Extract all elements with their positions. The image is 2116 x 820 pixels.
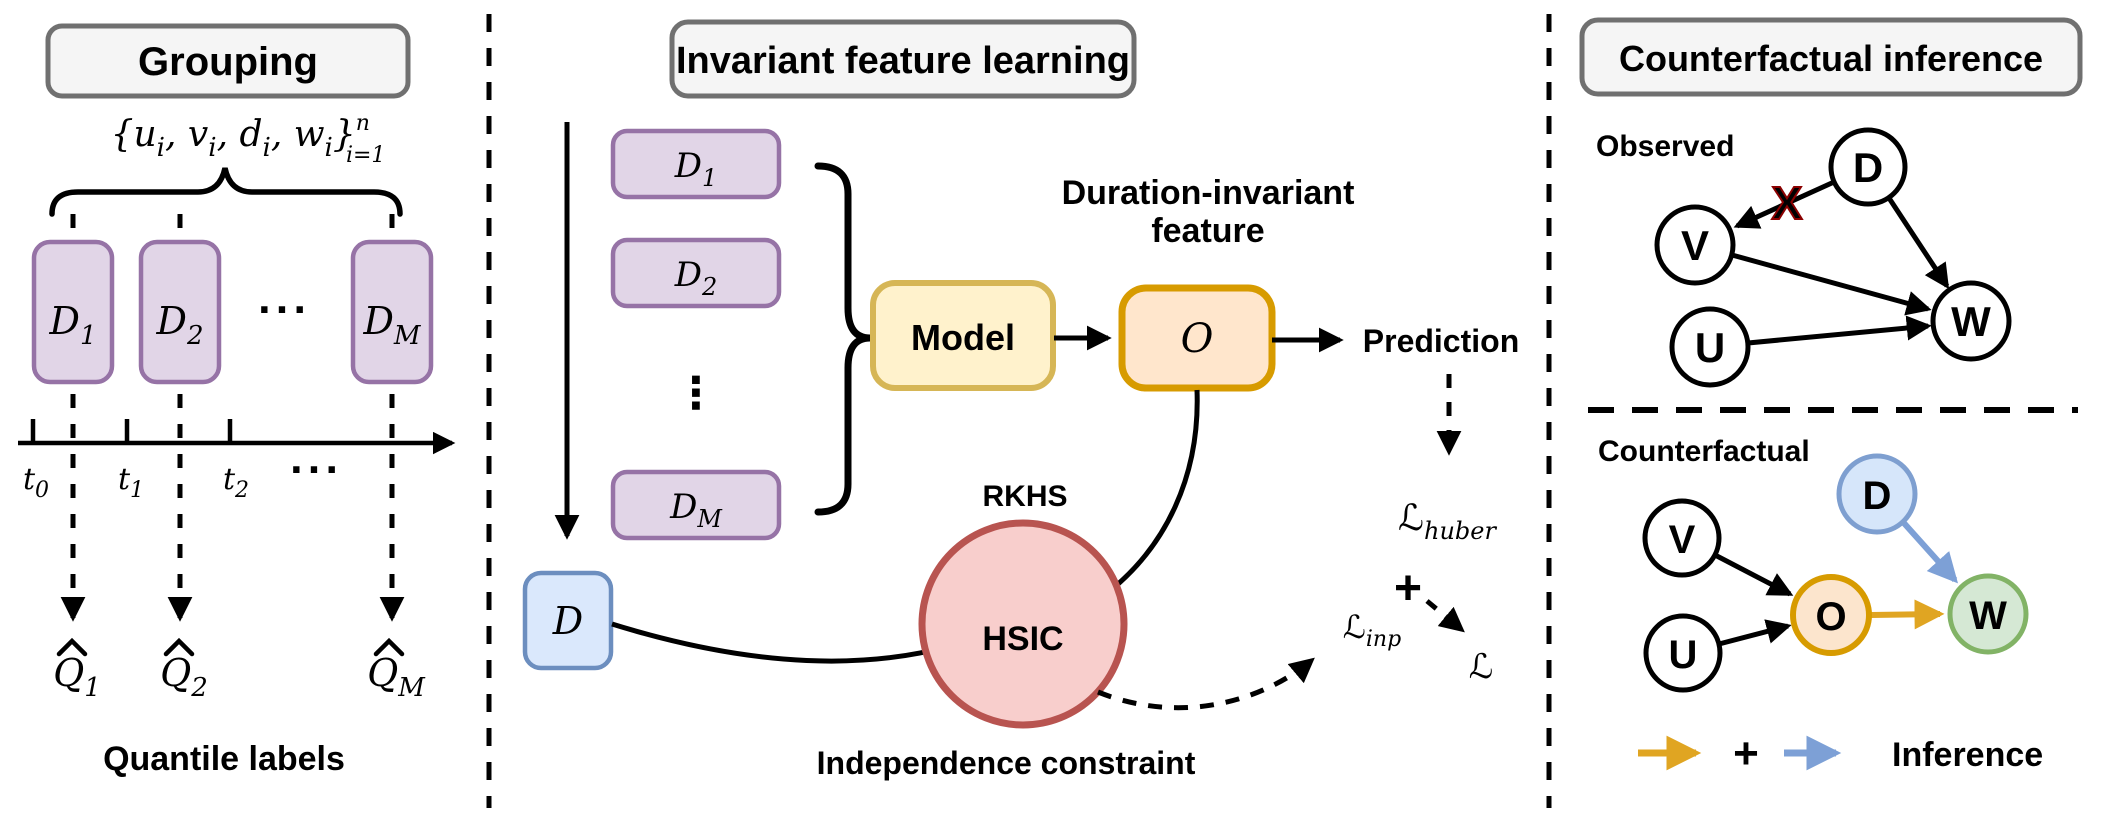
loss-inp-label: ℒinp xyxy=(1343,608,1401,652)
grouping-header-box xyxy=(45,23,411,99)
cf-node-O xyxy=(1790,574,1872,656)
plus-to-total-dashed-arrow xyxy=(1425,599,1465,633)
blocked-edge-x-icon: X xyxy=(1772,177,1803,229)
cf-node-D xyxy=(1836,453,1918,535)
feature-to-hsic-arrow xyxy=(1091,389,1200,605)
loss-plus-sign: + xyxy=(1394,562,1422,615)
group-box-d1 xyxy=(31,239,115,385)
qM-hat-icon xyxy=(373,637,405,657)
timeline-label-t0: t0 xyxy=(23,462,49,503)
cf-node-V xyxy=(1642,498,1722,578)
edge-o-to-w-inference xyxy=(1870,599,1945,630)
panel-invariant-feature-learning: Invariant feature learning D1 D2 ⋮ DM Mo… xyxy=(522,19,1519,781)
cf-node-U xyxy=(1643,613,1723,693)
cf-node-D-label: D xyxy=(1863,474,1892,518)
quantile-label-qM: QM xyxy=(367,651,426,703)
observed-node-U-label: U xyxy=(1695,324,1725,371)
edge-d-to-w-inference xyxy=(1900,519,1959,584)
panel-counterfactual-inference: Counterfactual inference Observed D V U … xyxy=(1579,17,2083,778)
cf-node-W-label: W xyxy=(1969,594,2007,638)
feature-box-label: O xyxy=(1181,316,1214,362)
observed-node-U xyxy=(1669,306,1751,388)
hsic-to-inp-dashed-arrow xyxy=(1097,657,1315,711)
observed-node-V-label: V xyxy=(1681,222,1709,269)
stack-box-dM xyxy=(610,469,782,541)
duration-box xyxy=(522,570,614,671)
hsic-label: HSIC xyxy=(982,620,1063,658)
stack-box-d1-label: D1 xyxy=(674,146,718,192)
model-label: Model xyxy=(911,317,1015,358)
legend-inference-label: Inference xyxy=(1892,736,2043,774)
stack-ellipsis: ⋮ xyxy=(674,368,718,419)
stack-box-d2-label: D2 xyxy=(674,255,718,301)
invariant-header-box xyxy=(669,19,1137,99)
feature-caption-line2: feature xyxy=(1151,212,1264,250)
group-box-d2-label: D2 xyxy=(155,299,203,351)
observed-node-W-label: W xyxy=(1951,298,1991,345)
feature-caption-line1: Duration-invariant xyxy=(1062,174,1355,212)
grouping-title: Grouping xyxy=(138,40,318,84)
model-box xyxy=(870,280,1056,391)
hsic-circle xyxy=(918,519,1128,729)
cf-node-U-label: U xyxy=(1669,633,1698,677)
counterfactual-header-box xyxy=(1579,17,2083,97)
grouping-brace xyxy=(49,167,403,217)
stack-box-d2 xyxy=(610,237,782,309)
invariant-title: Invariant feature learning xyxy=(676,40,1130,82)
edge-d-to-v xyxy=(1733,179,1836,229)
loss-huber-label: ℒhuber xyxy=(1398,498,1497,545)
legend-plus-sign: + xyxy=(1733,729,1759,778)
stack-box-d1 xyxy=(610,128,782,200)
edge-d-to-w xyxy=(1886,196,1950,290)
quantile-label-q1: Q1 xyxy=(53,651,101,703)
group-box-d2 xyxy=(138,239,222,385)
prediction-label: Prediction xyxy=(1363,323,1519,359)
edge-u-to-w xyxy=(1747,315,1932,346)
group-box-d1-label: D1 xyxy=(48,299,96,351)
q1-hat-icon xyxy=(56,637,88,657)
edge-u-to-o xyxy=(1718,619,1792,647)
duration-to-hsic-arrow xyxy=(611,621,954,664)
group-ellipsis: ··· xyxy=(257,290,310,331)
edge-v-to-o xyxy=(1713,552,1794,597)
timeline-ellipsis: ··· xyxy=(289,450,342,491)
stack-brace xyxy=(814,162,871,516)
stack-box-dM-label: DM xyxy=(669,487,723,533)
observed-node-D xyxy=(1828,127,1908,207)
quantile-caption: Quantile labels xyxy=(103,740,345,778)
duration-box-label: D xyxy=(552,599,583,643)
counterfactual-label: Counterfactual xyxy=(1598,435,1810,468)
rkhs-label: RKHS xyxy=(982,480,1067,513)
group-box-dM xyxy=(350,239,434,385)
observed-node-V xyxy=(1654,204,1736,286)
edge-v-to-w xyxy=(1731,252,1932,316)
timeline-label-t2: t2 xyxy=(223,462,249,503)
timeline-label-t1: t1 xyxy=(118,462,144,503)
cf-node-O-label: O xyxy=(1815,595,1846,639)
group-box-dM-label: DM xyxy=(362,299,421,351)
loss-total-label: ℒ xyxy=(1469,647,1494,687)
cf-node-V-label: V xyxy=(1669,518,1696,562)
observed-label: Observed xyxy=(1596,130,1734,163)
cf-node-W xyxy=(1947,573,2029,655)
quantile-label-q2: Q2 xyxy=(160,651,208,703)
independence-caption: Independence constraint xyxy=(817,745,1196,781)
counterfactual-title: Counterfactual inference xyxy=(1619,38,2043,79)
observed-node-D-label: D xyxy=(1853,144,1883,191)
q2-hat-icon xyxy=(163,637,195,657)
observed-node-W xyxy=(1930,280,2012,362)
